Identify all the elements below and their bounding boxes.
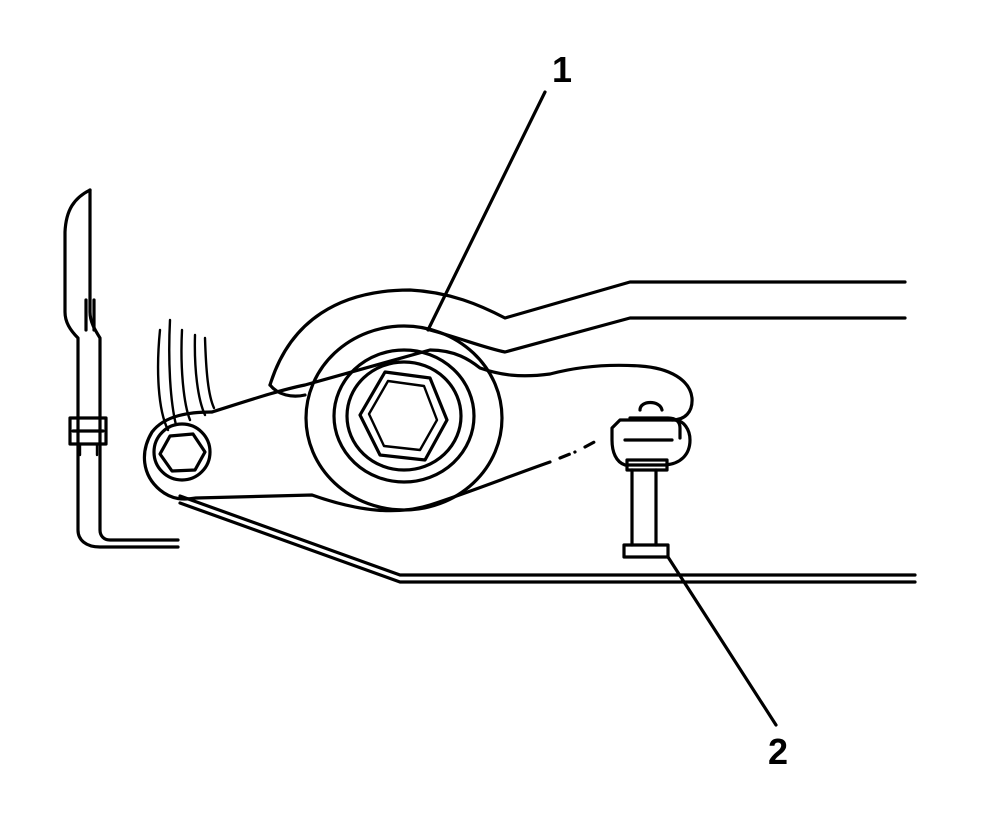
- small-pivot-bolt: [152, 422, 212, 482]
- stud-nut: [610, 400, 692, 472]
- left-line-assembly: [63, 188, 180, 549]
- pivot-bushing: [304, 324, 504, 512]
- callout-1: 1: [426, 49, 572, 332]
- callout-2: 2: [666, 555, 788, 772]
- callout-1-leader: [426, 90, 547, 332]
- hex-bolt: [358, 370, 449, 462]
- callout-1-number: 1: [552, 49, 572, 90]
- callout-2-leader: [666, 555, 778, 727]
- callout-2-number: 2: [768, 731, 788, 772]
- stabilizer-arm: [142, 348, 694, 513]
- frame-rail: [178, 280, 917, 584]
- stud-shaft: [622, 468, 670, 559]
- line-clip: [68, 416, 108, 457]
